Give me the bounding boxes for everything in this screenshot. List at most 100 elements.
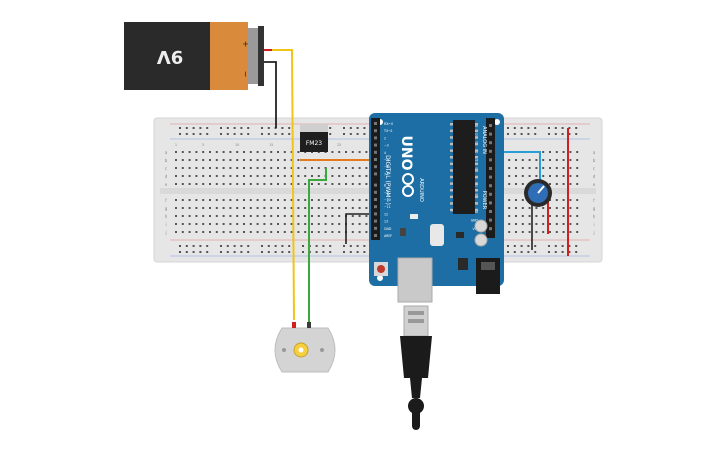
breadboard-row-letter: e: [593, 182, 596, 187]
digital-pin-label: 12: [384, 212, 388, 216]
usb-cable[interactable]: [400, 305, 432, 430]
breadboard-row-letter: i: [165, 222, 166, 227]
mosfet-tab: [300, 124, 328, 132]
header-pin[interactable]: [374, 150, 377, 154]
digital-pin-label: GND: [384, 227, 392, 231]
yellow-wire[interactable]: [272, 49, 295, 321]
header-pin[interactable]: [489, 201, 492, 205]
breadboard-col-number: 1: [175, 143, 177, 147]
breadboard-row-letter: b: [165, 158, 168, 163]
battery-negative-wire[interactable]: [264, 61, 277, 128]
header-pin[interactable]: [374, 129, 377, 133]
battery-label: 9V: [157, 46, 184, 67]
digital-pin-label: ~9: [384, 191, 389, 195]
dc-motor[interactable]: [274, 322, 336, 373]
motor-screw: [320, 348, 324, 352]
digital-pin-label: ~11: [384, 205, 391, 209]
breadboard-row-letter: c: [165, 166, 167, 171]
header-pin[interactable]: [374, 172, 377, 176]
breadboard-row-letter: h: [593, 214, 596, 219]
digital-pin-label: TX→1: [383, 129, 393, 133]
potentiometer[interactable]: [524, 179, 552, 207]
header-pin[interactable]: [489, 158, 492, 162]
header-pin[interactable]: [489, 227, 492, 231]
analog-power-pin-label: A4: [474, 158, 478, 162]
battery-plus-sign: +: [241, 41, 250, 48]
header-pin[interactable]: [489, 141, 492, 145]
breadboard-row-letter: d: [165, 174, 168, 179]
uno-brand: UNO: [398, 136, 414, 171]
mosfet[interactable]: FM23: [300, 124, 328, 152]
motor-screw: [282, 348, 286, 352]
breadboard-row-letter: j: [164, 230, 166, 235]
chip-legs: [450, 123, 478, 212]
breadboard-row-letter: d: [593, 174, 596, 179]
breadboard-col-number: 5: [202, 143, 204, 147]
mosfet-body: [300, 132, 328, 152]
header-pin[interactable]: [374, 190, 377, 194]
usb-b-jack[interactable]: [397, 257, 433, 303]
header-pin[interactable]: [489, 124, 492, 127]
header-pin[interactable]: [489, 167, 492, 170]
header-pin[interactable]: [374, 122, 377, 125]
wires: [264, 49, 569, 322]
header-pin[interactable]: [489, 210, 492, 213]
header-pin[interactable]: [489, 218, 492, 222]
power-label: POWER: [481, 191, 487, 210]
header-pin[interactable]: [374, 143, 377, 147]
digital-header: [371, 118, 380, 240]
header-pin[interactable]: [374, 198, 377, 201]
capacitor: [474, 219, 488, 233]
header-pin[interactable]: [374, 183, 377, 187]
battery-clip: [258, 26, 264, 86]
battery-minus-sign: −: [241, 71, 250, 78]
arduino-logo-text: ARDUINO: [418, 178, 424, 202]
header-pin[interactable]: [489, 175, 492, 179]
header-pin[interactable]: [374, 165, 377, 169]
analog-power-pin-label: GND: [471, 219, 479, 223]
header-pin[interactable]: [489, 132, 492, 136]
battery-copper-cap: [210, 22, 248, 90]
digital-pin-label: ~3: [384, 144, 389, 148]
breadboard-row-letter: a: [593, 150, 596, 155]
small-ic: [456, 232, 464, 238]
breadboard-row-letter: a: [165, 150, 168, 155]
header-pin[interactable]: [374, 136, 377, 140]
header-pin[interactable]: [489, 149, 492, 153]
header-pin[interactable]: [489, 184, 492, 188]
ground-wire-left[interactable]: [345, 213, 376, 244]
battery-body: [124, 22, 214, 90]
digital-pin-label: 7: [384, 172, 386, 176]
header-pin[interactable]: [374, 158, 377, 161]
digital-pin-label: ~6: [384, 165, 389, 169]
reset-button-cap[interactable]: [377, 265, 385, 273]
analog-label: ANALOG IN: [481, 126, 487, 154]
header-pin[interactable]: [489, 192, 492, 196]
header-pin[interactable]: [374, 219, 377, 223]
motor-shaft: [298, 347, 304, 353]
breadboard-row-letter: h: [165, 214, 168, 219]
digital-pin-label: 13: [384, 220, 388, 224]
header-pin[interactable]: [374, 205, 377, 209]
analog-power-pin-label: A5: [474, 167, 478, 171]
atmega-chip: [453, 120, 475, 214]
header-pin[interactable]: [374, 212, 377, 216]
header-pin[interactable]: [374, 226, 377, 230]
usb-plug-slot: [408, 319, 424, 323]
breadboard-row-letter: c: [593, 166, 595, 171]
dc-jack-opening: [481, 262, 495, 270]
header-pin[interactable]: [374, 234, 377, 237]
mount-hole: [377, 275, 383, 281]
breadboard-row-letter: g: [593, 206, 596, 211]
breadboard-col-number: 15: [269, 143, 273, 147]
blue-pot-wire[interactable]: [500, 151, 541, 180]
battery-9v[interactable]: 9V + −: [124, 22, 264, 90]
breadboard-row-letter: b: [593, 158, 596, 163]
digital-pin-label: ~5: [384, 158, 389, 162]
digital-pin-label: ~10: [384, 198, 391, 202]
digital-label: DIGITAL (PWM~): [384, 155, 391, 205]
green-wire[interactable]: [308, 168, 327, 322]
